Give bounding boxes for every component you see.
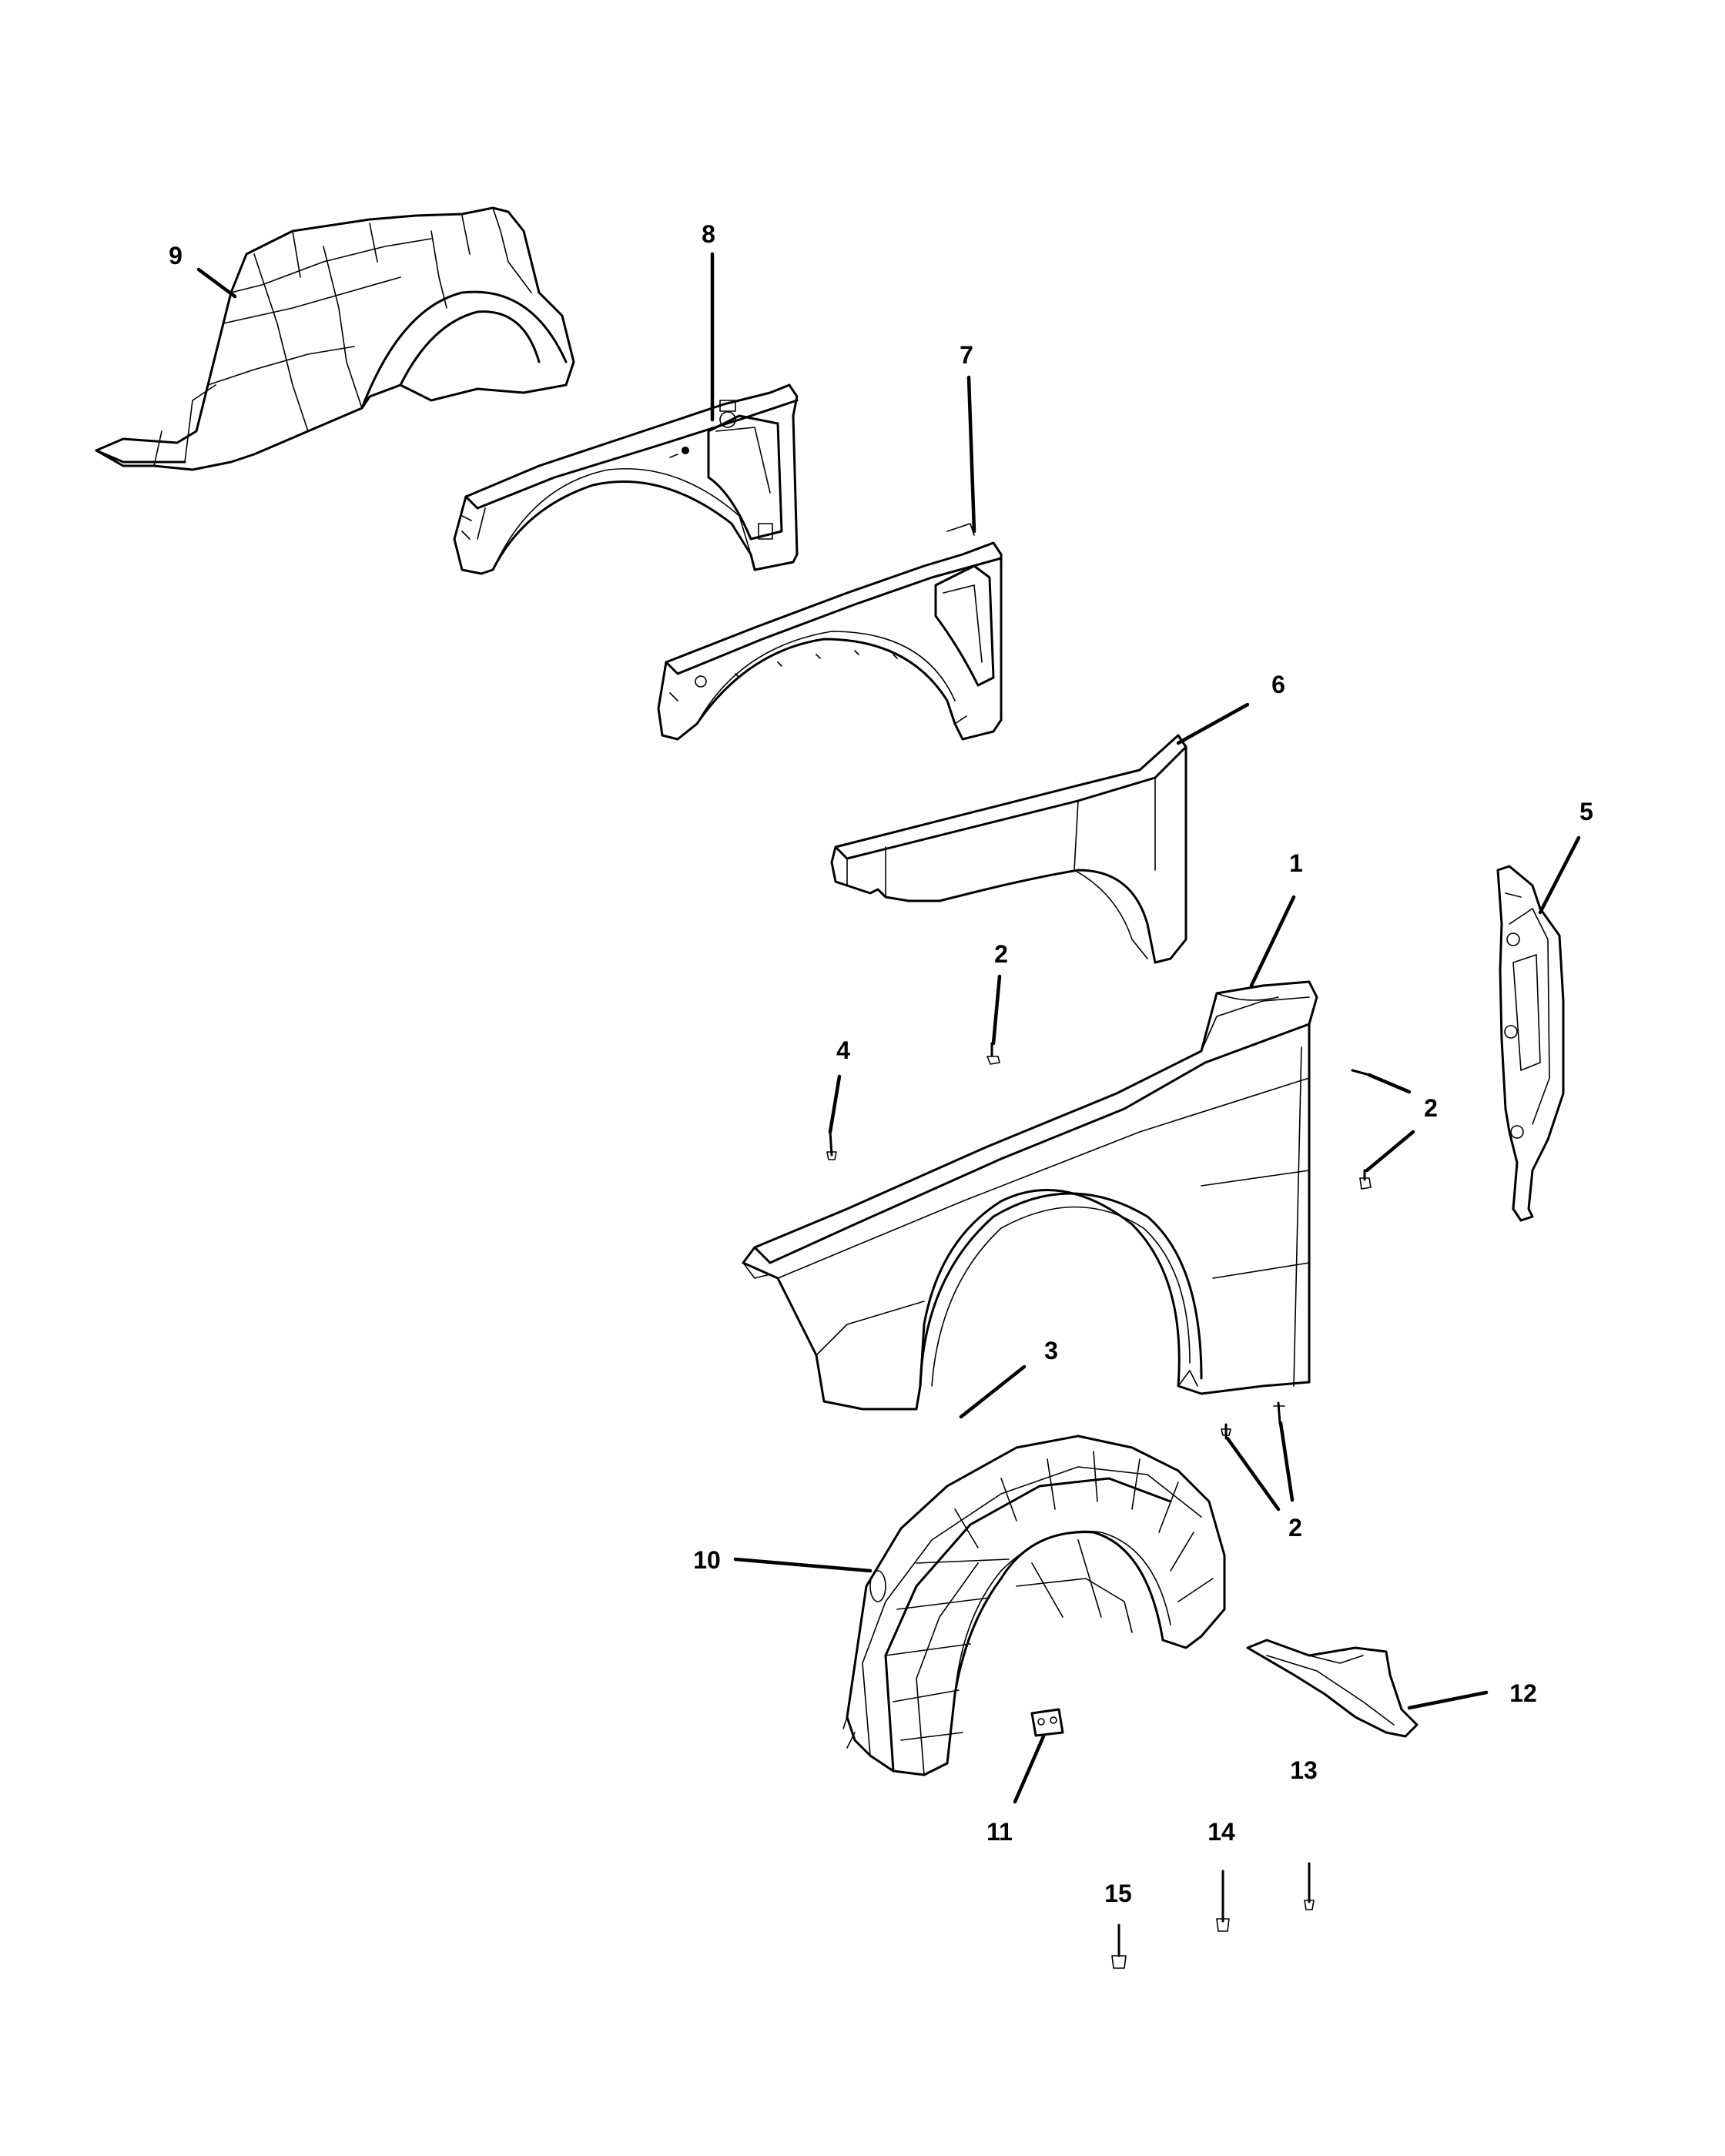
callout-6: 6 (1271, 671, 1285, 698)
leader-1 (1249, 895, 1296, 988)
part-2-clip-lower-b (1273, 1401, 1285, 1424)
part-2-clip-right-b (1359, 1169, 1372, 1190)
leader-4 (828, 1074, 842, 1134)
part-5-splash-shield (1496, 865, 1565, 1222)
part-13-screw (1304, 1862, 1315, 1910)
callout-labels: 9 8 7 6 5 1 2 4 2 3 2 10 12 13 11 14 15 (169, 220, 1593, 1907)
callout-2-lower: 2 (1288, 1514, 1302, 1542)
callout-13: 13 (1290, 1756, 1318, 1784)
leader-3 (959, 1364, 1027, 1419)
part-11-bracket (1030, 1708, 1064, 1737)
leader-2c-1 (1225, 1436, 1281, 1512)
leader-5 (1538, 835, 1581, 915)
part-8-fender-support-panel (453, 383, 799, 575)
callout-12: 12 (1509, 1679, 1537, 1707)
leader-9 (196, 267, 237, 299)
leader-6 (1176, 702, 1250, 745)
callout-2-right: 2 (1424, 1094, 1438, 1122)
part-15-push-pin (1111, 1923, 1127, 1969)
leader-10 (733, 1557, 873, 1573)
leader-12 (1407, 1690, 1489, 1710)
leader-lines (196, 252, 1581, 1804)
callout-10: 10 (693, 1546, 721, 1574)
callout-14: 14 (1208, 1818, 1235, 1846)
leader-7 (966, 375, 976, 534)
part-10-wheelhouse-liner (842, 1435, 1226, 1776)
leader-2b-2 (1365, 1130, 1415, 1173)
callout-9: 9 (169, 242, 183, 270)
callout-11: 11 (986, 1818, 1013, 1846)
callout-3: 3 (1044, 1337, 1058, 1364)
leader-11 (1013, 1734, 1046, 1804)
callout-1: 1 (1289, 849, 1303, 877)
part-14-push-pin (1216, 1870, 1230, 1932)
callout-7: 7 (960, 341, 973, 369)
callout-2-upper: 2 (994, 940, 1008, 968)
part-4-pin (826, 1130, 837, 1160)
leader-2b-1 (1367, 1073, 1412, 1094)
callout-8: 8 (702, 220, 715, 248)
part-2-clip-right-a (1351, 1069, 1371, 1076)
part-2-clip-upper (986, 1042, 1000, 1065)
leader-2a (991, 974, 1002, 1046)
part-7-inner-panel (657, 523, 1003, 741)
leader-2c-2 (1278, 1421, 1295, 1502)
part-9-apron-assembly (95, 206, 575, 471)
part-12-liner-extension (1246, 1639, 1419, 1738)
callout-5: 5 (1579, 798, 1593, 825)
part-6-insulator (830, 734, 1187, 964)
part-1-front-fender (742, 980, 1318, 1411)
part-2-clip-lower-a (1221, 1423, 1231, 1440)
callout-15: 15 (1104, 1880, 1132, 1907)
callout-4: 4 (836, 1036, 850, 1064)
